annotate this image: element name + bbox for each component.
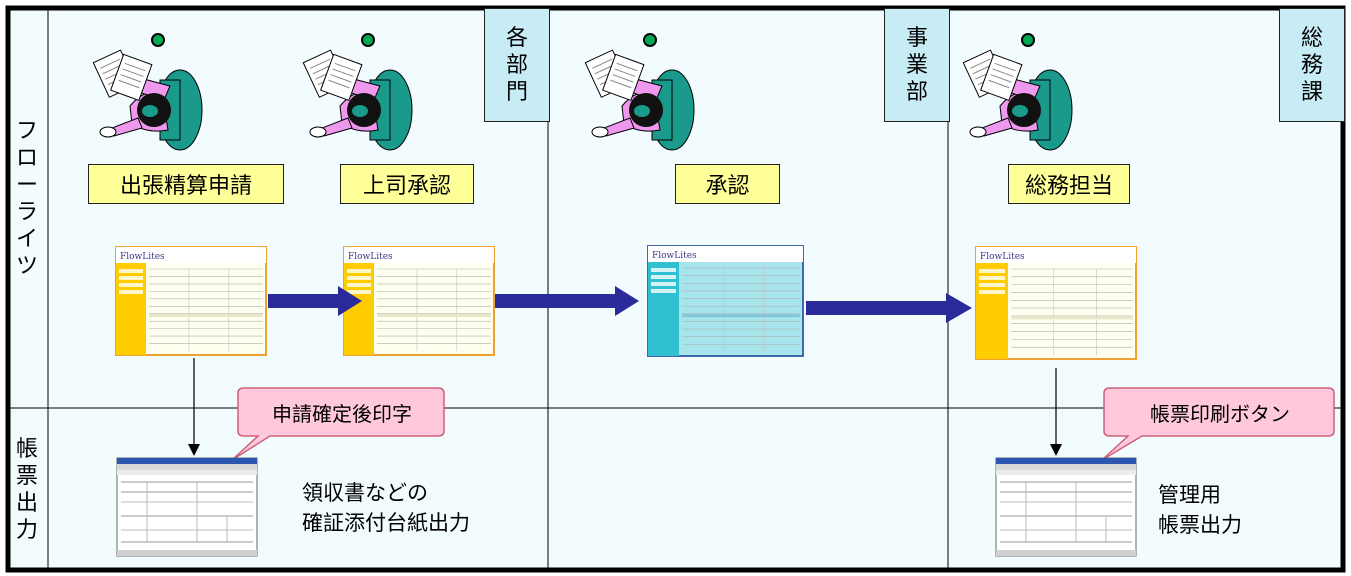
arrow-2-body <box>495 294 615 308</box>
form-brand-label: FlowLites <box>348 252 393 262</box>
report-mgmt-thumbnail <box>995 457 1137 557</box>
down-arrow-right <box>1050 444 1062 456</box>
arrow-2-head <box>615 286 639 316</box>
form-ga-screenshot: FlowLites <box>975 246 1137 360</box>
lane-label-general-affairs: 総 務 課 <box>1279 8 1345 122</box>
form-boss-approve-screenshot: FlowLites <box>343 246 495 356</box>
lane-label-division: 事 業 部 <box>884 8 950 122</box>
arrow-3-body <box>806 301 946 315</box>
step-apply: 出張精算申請 <box>88 164 284 204</box>
note-receipt-output: 領収書などの 確証添付台紙出力 <box>302 481 470 535</box>
callout-print-after-confirm-text: 申請確定後印字 <box>272 401 412 426</box>
flow-arrows <box>268 286 972 323</box>
step-ga-staff: 総務担当 <box>1008 164 1130 204</box>
down-arrow-left <box>188 444 200 456</box>
form-brand-label: FlowLites <box>980 252 1025 262</box>
report-receipt-thumbnail <box>116 457 258 557</box>
callout-print-button-text: 帳票印刷ボタン <box>1150 401 1290 426</box>
step-approve: 承認 <box>675 164 780 204</box>
row-label-flowlites: フ ロ ー ラ イ ツ <box>15 119 38 279</box>
step-boss-approve: 上司承認 <box>340 164 474 204</box>
callout-print-after-confirm <box>231 387 445 461</box>
arrow-1-body <box>268 294 338 308</box>
arrow-3-head <box>946 293 972 323</box>
row-label-report-output: 帳 票 出 力 <box>15 437 38 543</box>
callout-print-button <box>1101 387 1335 461</box>
form-brand-label: FlowLites <box>120 252 165 262</box>
arrow-1-head <box>338 286 362 316</box>
lane-label-dept: 各 部 門 <box>484 8 550 122</box>
form-brand-label: FlowLites <box>652 251 697 261</box>
note-mgmt-output: 管理用 帳票出力 <box>1158 483 1242 537</box>
form-approve-screenshot: FlowLites <box>647 245 804 357</box>
form-apply-screenshot: FlowLites <box>115 246 267 356</box>
